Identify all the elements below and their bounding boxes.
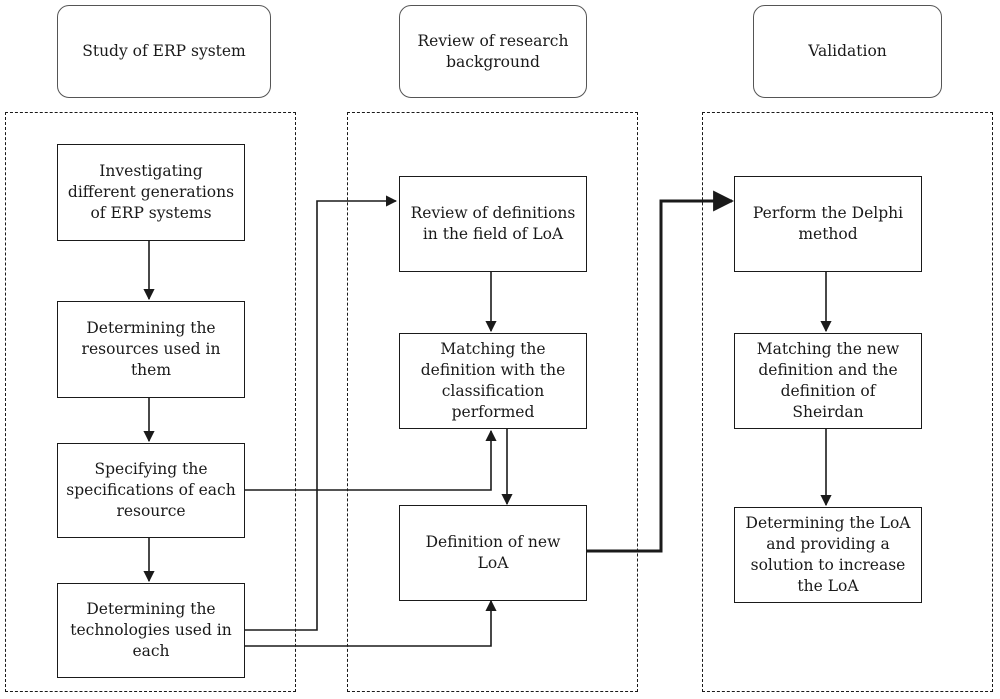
lane-study-of-erp-system	[5, 112, 296, 692]
arrow-specifications-to-matching	[244, 429, 497, 491]
box-perform-delphi-method: Perform the Delphi method	[734, 176, 922, 272]
box-determining-technologies: Determining the technologies used in eac…	[57, 583, 245, 678]
box-review-of-definitions: Review of definitions in the field of Lo…	[399, 176, 587, 272]
box-determining-resources: Determining the resources used in them	[57, 301, 245, 398]
box-definition-of-new-loa: Definition of new LoA	[399, 505, 587, 601]
box-matching-definition-classification: Matching the definition with the classif…	[399, 333, 587, 429]
box-specifying-specifications: Specifying the specifications of each re…	[57, 443, 245, 538]
header-validation: Validation	[753, 5, 942, 98]
box-investigating-generations: Investigating different generations of E…	[57, 144, 245, 241]
lane-review-of-research-background	[347, 112, 638, 692]
arrow-technologies-to-new-loa	[244, 599, 497, 647]
header-review-of-research-background: Review of research background	[399, 5, 587, 98]
box-determining-loa-solution: Determining the LoA and providing a solu…	[734, 507, 922, 603]
lane-validation	[702, 112, 993, 692]
arrow-technologies-to-definitions	[244, 195, 398, 631]
arrow-new-loa-to-delphi	[586, 190, 735, 553]
box-matching-new-definition-sheirdan: Matching the new definition and the defi…	[734, 333, 922, 429]
header-study-of-erp-system: Study of ERP system	[57, 5, 271, 98]
